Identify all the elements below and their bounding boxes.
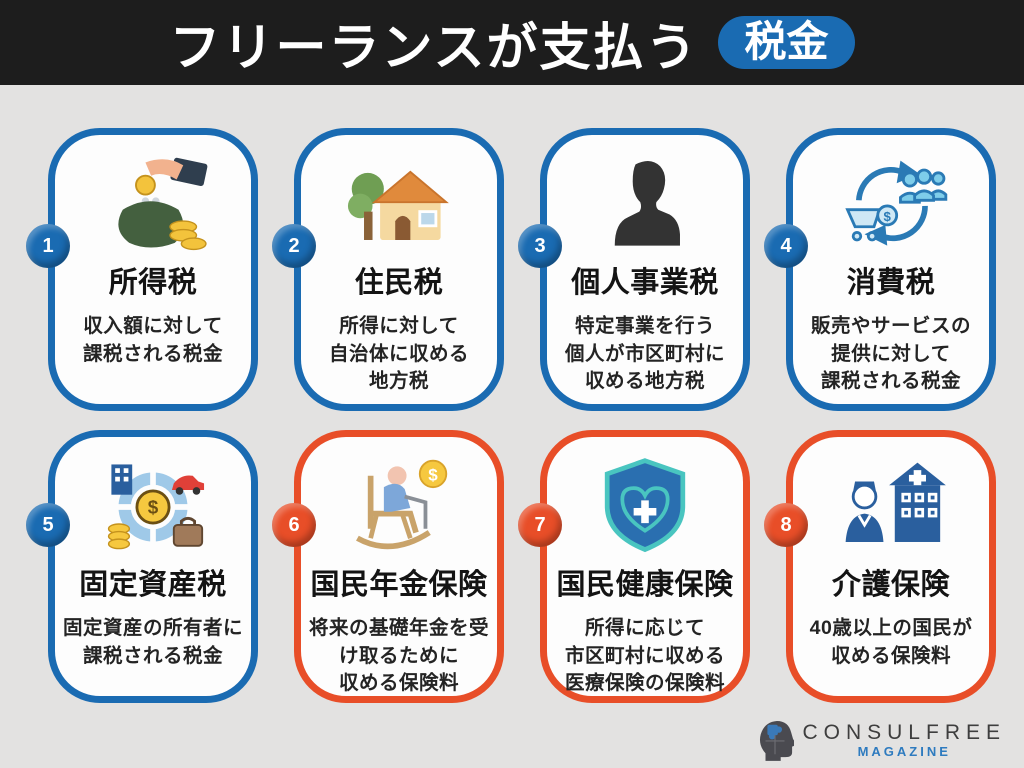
pension-rocking-chair-icon: $ bbox=[301, 455, 497, 559]
card-pension-insurance: 6 $ 国民年金保険 将来の基礎年金を受 け取るために 収める保険料 bbox=[272, 430, 504, 703]
number-badge: 5 bbox=[26, 503, 70, 547]
brand-logo-icon bbox=[756, 718, 795, 762]
card-resident-tax: 2 住民税 所得に対して 自治体に収める 地方税 bbox=[272, 128, 504, 411]
card-title: 消費税 bbox=[846, 267, 936, 299]
number-badge: 2 bbox=[272, 224, 316, 268]
card-title: 住民税 bbox=[354, 267, 444, 299]
svg-text:$: $ bbox=[148, 498, 159, 519]
consumption-cycle-icon: $ bbox=[793, 153, 989, 257]
card-health-insurance: 7 国民健康保険 所得に応じて 市区町村に収める 医療保険の保険料 bbox=[518, 430, 750, 703]
number-badge: 8 bbox=[764, 503, 808, 547]
card-title: 固定資産税 bbox=[79, 569, 227, 601]
number-badge: 7 bbox=[518, 503, 562, 547]
card-title: 介護保険 bbox=[831, 569, 950, 601]
card-nursing-insurance: 8 介護保険 40歳以上の国民が 収める保険料 bbox=[764, 430, 996, 703]
number-badge: 3 bbox=[518, 224, 562, 268]
card-consumption-tax: 4 $ 消費税 販売やサービスの 提供に対して 課税される税金 bbox=[764, 128, 996, 411]
page-title: フリーランスが支払う bbox=[169, 18, 699, 76]
card-description: 所得に応じて 市区町村に収める 医療保険の保険料 bbox=[564, 617, 725, 695]
nurse-hospital-icon bbox=[793, 455, 989, 559]
card-income-tax: 1 所得税 収入額に対して 課税される税金 bbox=[26, 128, 258, 411]
card-description: 所得に対して 自治体に収める 地方税 bbox=[328, 315, 469, 393]
card-description: 将来の基礎年金を受 け取るために 収める保険料 bbox=[308, 617, 489, 695]
house-icon bbox=[301, 153, 497, 257]
number-badge: 1 bbox=[26, 224, 70, 268]
footer-brand: CONSULFREE MAGAZINE bbox=[756, 718, 1006, 762]
health-shield-icon bbox=[547, 455, 743, 559]
card-title: 個人事業税 bbox=[571, 267, 719, 299]
card-description: 40歳以上の国民が 収める保険料 bbox=[809, 617, 973, 667]
purse-coin-icon bbox=[55, 153, 251, 257]
card-title: 所得税 bbox=[108, 267, 198, 299]
person-silhouette-icon bbox=[547, 153, 743, 257]
brand-name: CONSULFREE bbox=[802, 721, 1006, 744]
card-description: 収入額に対して 課税される税金 bbox=[82, 315, 223, 365]
brand-subtitle: MAGAZINE bbox=[857, 744, 951, 759]
card-title: 国民年金保険 bbox=[310, 569, 488, 601]
fixed-assets-icon: $ bbox=[55, 455, 251, 559]
card-property-tax: 5 $ 固定資産税 固定資産の所有者に 課税される税金 bbox=[26, 430, 258, 703]
card-business-tax: 3 個人事業税 特定事業を行う 個人が市区町村に 収める地方税 bbox=[518, 128, 750, 411]
card-title: 国民健康保険 bbox=[556, 569, 734, 601]
card-description: 販売やサービスの 提供に対して 課税される税金 bbox=[810, 315, 971, 393]
number-badge: 4 bbox=[764, 224, 808, 268]
card-description: 固定資産の所有者に 課税される税金 bbox=[62, 617, 243, 667]
header-bar: フリーランスが支払う 税金 bbox=[0, 0, 1024, 85]
svg-text:$: $ bbox=[428, 466, 438, 485]
number-badge: 6 bbox=[272, 503, 316, 547]
card-description: 特定事業を行う 個人が市区町村に 収める地方税 bbox=[564, 315, 725, 393]
svg-text:$: $ bbox=[884, 209, 892, 224]
tax-pill-badge: 税金 bbox=[718, 16, 855, 69]
